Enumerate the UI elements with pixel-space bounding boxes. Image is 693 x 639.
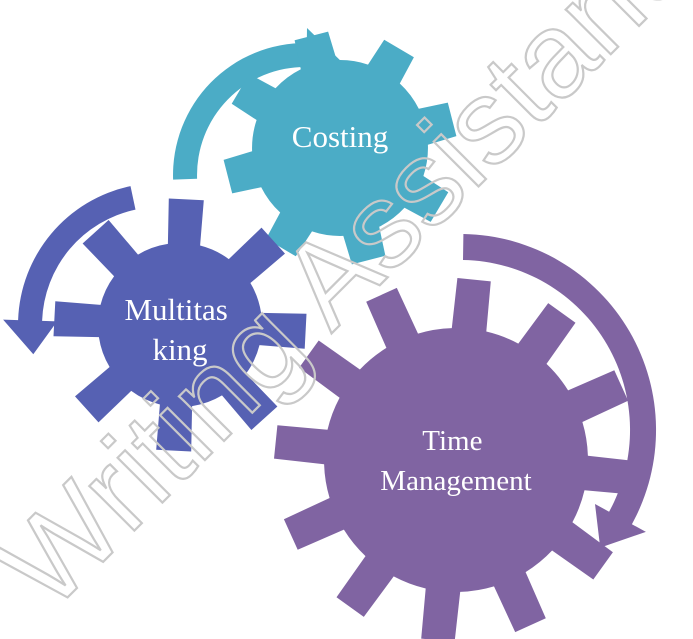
costing-arrow bbox=[173, 28, 341, 180]
costing-label-line: Costing bbox=[292, 119, 388, 154]
time-management-gear bbox=[274, 278, 638, 639]
multitasking-label-line: king bbox=[152, 332, 207, 367]
time-management-arrow bbox=[463, 234, 657, 548]
multitasking-gear bbox=[53, 198, 307, 452]
multitasking-label: Multitas king bbox=[124, 292, 235, 367]
multitasking-arrow bbox=[3, 186, 136, 355]
time-management-label-line: Management bbox=[380, 465, 531, 497]
multitasking-label-line: Multitas bbox=[124, 292, 227, 327]
costing-gear bbox=[223, 31, 457, 265]
costing-label: Costing bbox=[292, 119, 388, 154]
time-management-label-line: Time bbox=[422, 425, 482, 457]
time-management-label: Time Management bbox=[380, 425, 531, 497]
